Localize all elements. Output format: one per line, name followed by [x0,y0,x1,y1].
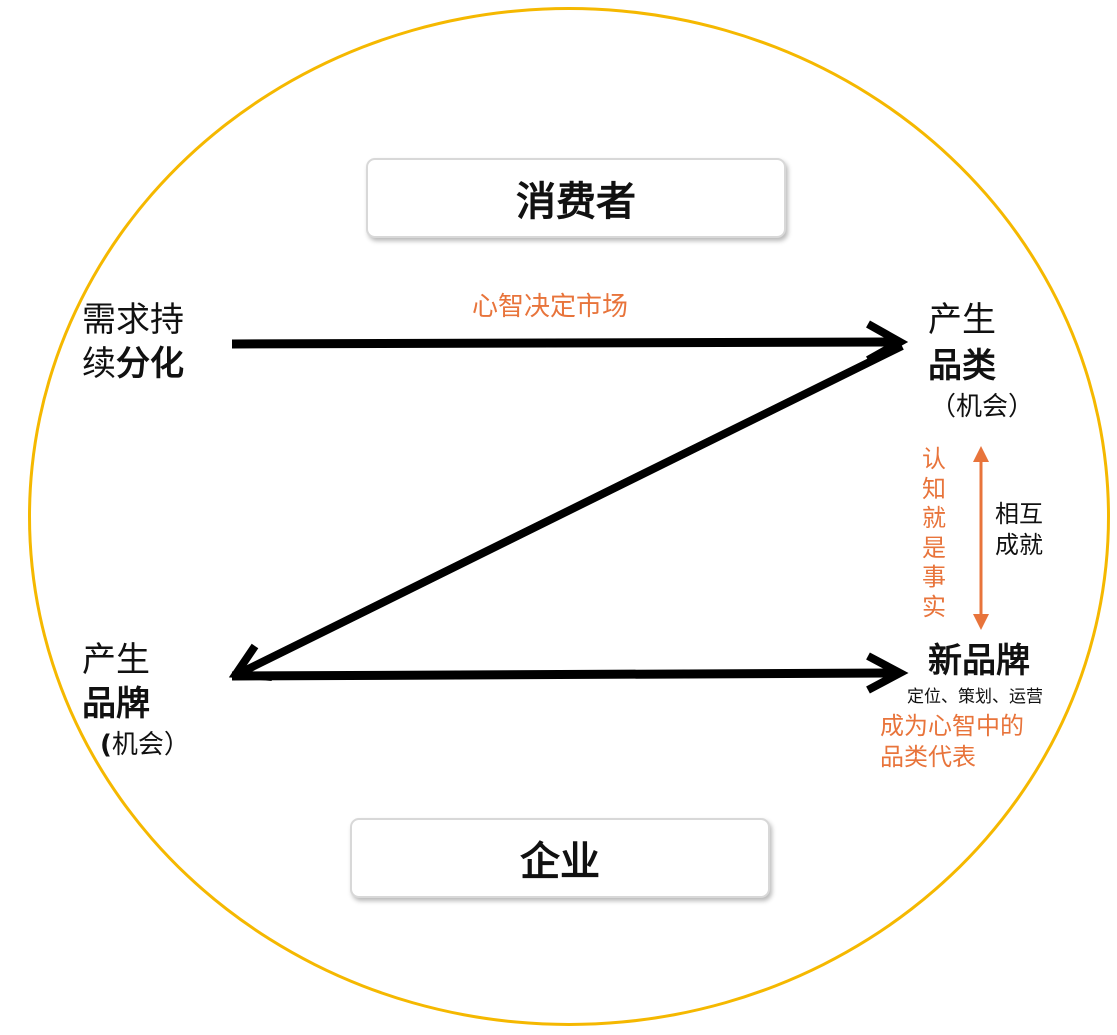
outer-circle [28,7,1110,1026]
consumer-box: 消费者 [366,158,786,238]
brand-line2: 品牌 [82,684,150,724]
mutual-line1: 相互 [995,500,1043,528]
new-brand-subtitle: 定位、策划、运营 [907,687,1043,707]
demand-differentiation-label: 需求持 续分化 [82,300,184,388]
demand-line2: 续分化 [82,344,184,384]
category-line1: 产生 [928,300,996,340]
new-brand-goal-line2: 品类代表 [880,743,976,771]
enterprise-label: 企业 [520,839,600,885]
top-arrow-label: 心智决定市场 [472,292,629,322]
consumer-label: 消费者 [516,179,636,225]
brand-line1: 产生 [82,640,150,680]
brand-line3: (机会） [100,730,190,760]
mutual-line2: 成就 [995,531,1043,559]
new-brand-title: 新品牌 [928,641,1030,681]
demand-line1: 需求持 [82,300,184,340]
category-line2: 品类 [928,346,996,386]
category-line3: （机会） [930,392,1035,422]
new-brand-goal: 成为心智中的 品类代表 [880,711,1024,773]
new-brand-goal-line1: 成为心智中的 [880,712,1024,740]
mutual-label: 相互 成就 [995,499,1043,561]
enterprise-box: 企业 [350,818,770,898]
cognition-is-fact-label: 认知就是事实 [922,445,946,621]
